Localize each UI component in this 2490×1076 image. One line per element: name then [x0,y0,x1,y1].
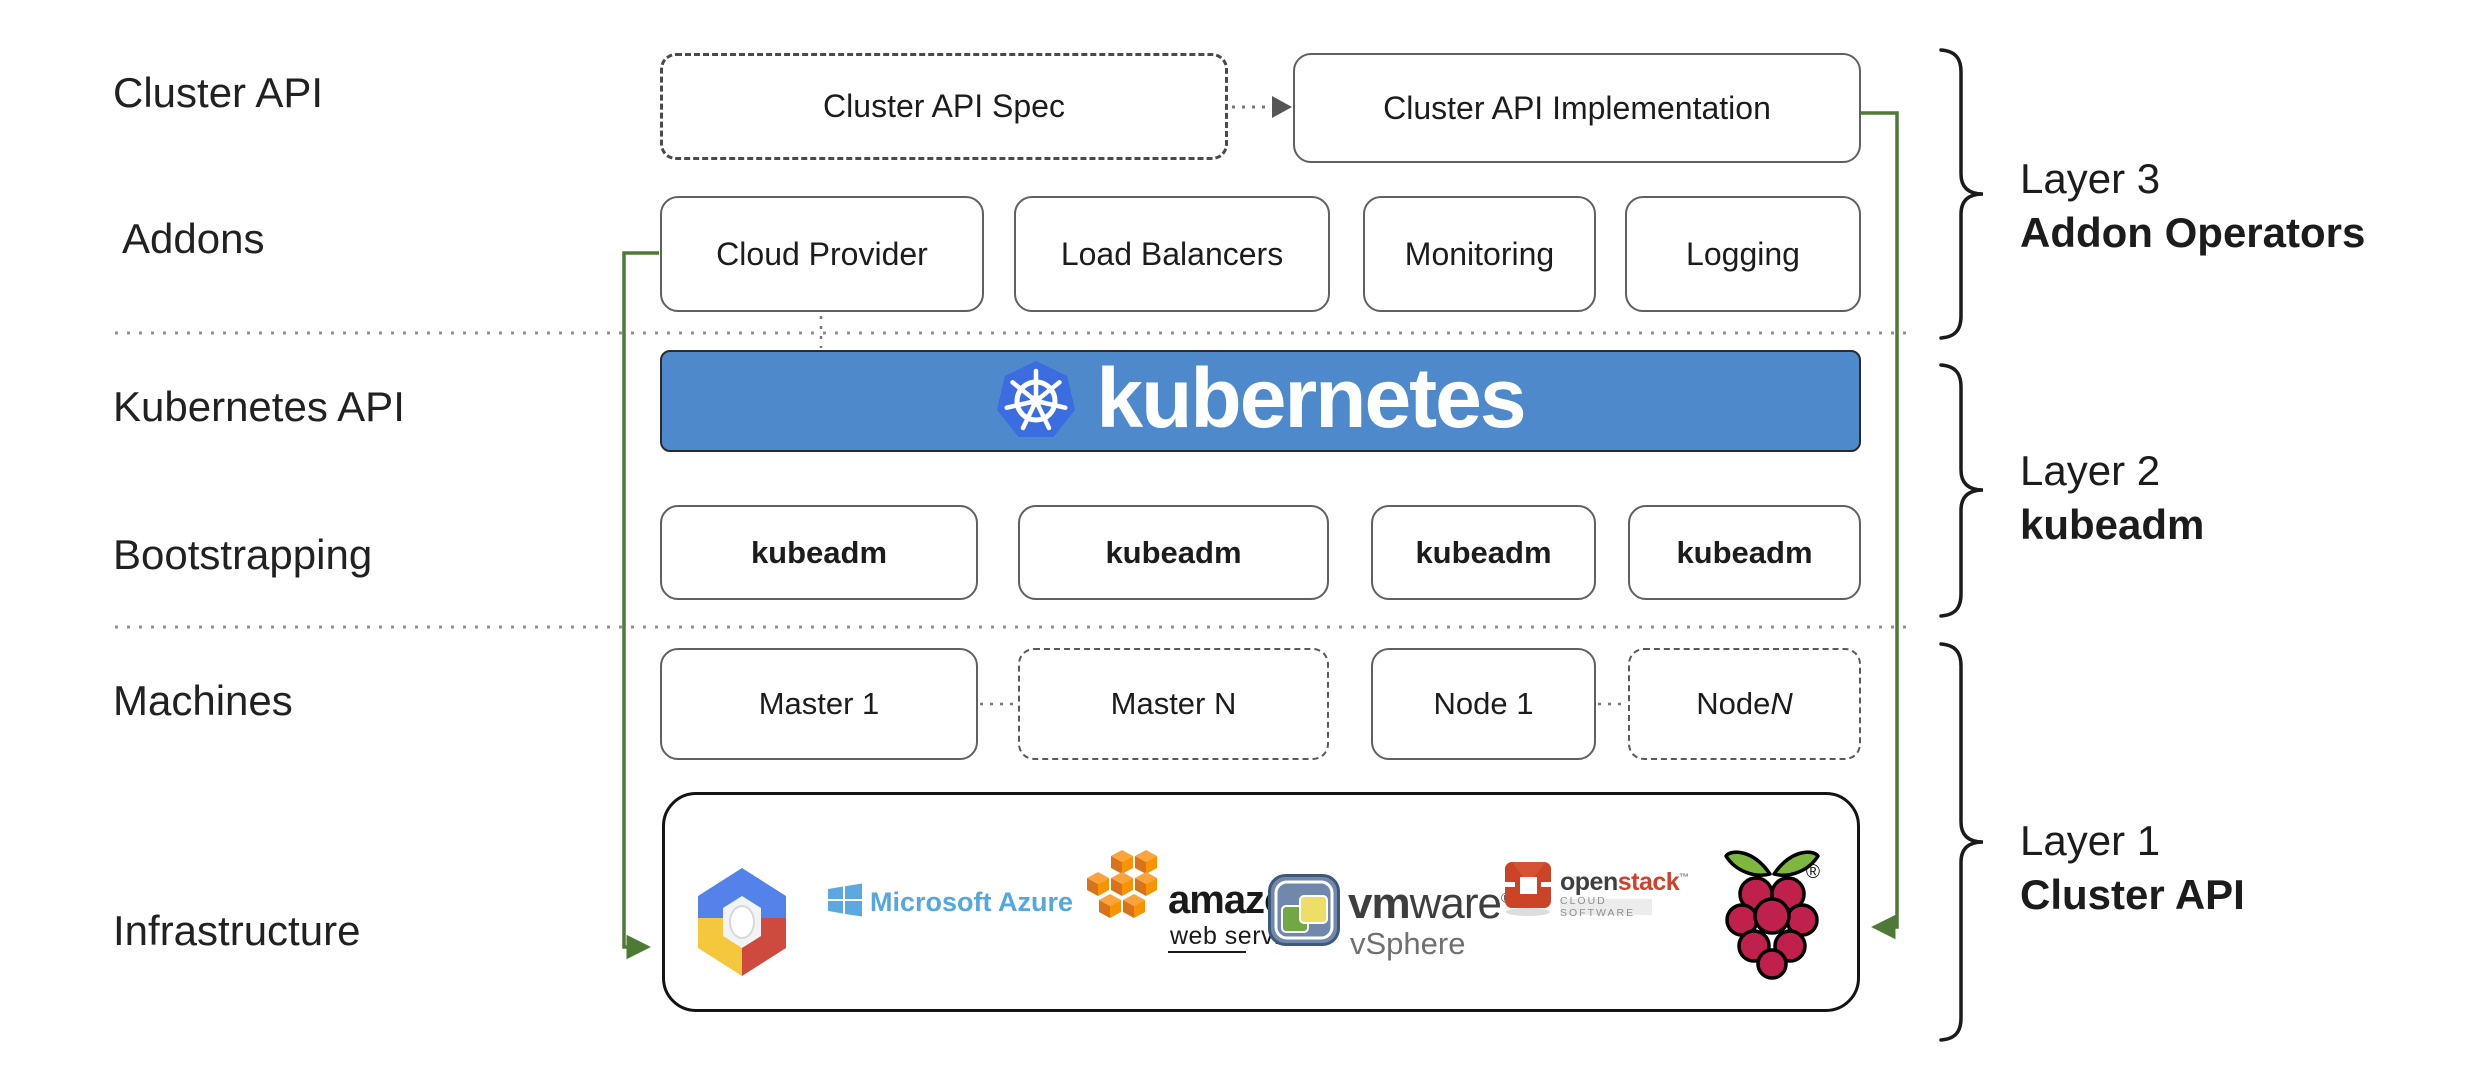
kubeadm-box-3: kubeadm [1371,505,1596,600]
kubeadm-box-2: kubeadm [1018,505,1329,600]
raspberry-pi-icon [1724,850,1820,980]
microsoft-azure-flag-icon [828,883,862,917]
row-label-infrastructure: Infrastructure [113,907,361,954]
cluster-api-implementation-box: Cluster API Implementation [1293,53,1861,163]
layer-2-subtitle: kubeadm [2020,501,2205,548]
green-connector-left [622,251,659,960]
kubernetes-wordmark: kubernetes [1096,351,1526,445]
row-label-machines: Machines [113,677,293,724]
machine-box-node-n-label: Node [1696,686,1771,721]
layer-1-title: Layer 1 [2020,817,2161,864]
openstack-stack: stack [1617,868,1680,896]
machine-box-master-n: Master N [1018,648,1329,760]
addon-box-cloud-provider: Cloud Provider [660,196,984,312]
vmware-vsphere-icon [1268,874,1340,946]
openstack-cloud-software-label: CLOUD SOFTWARE [1560,895,1652,919]
layer-3-title: Layer 3 [2020,155,2161,202]
kubernetes-banner: kubernetes [660,350,1861,452]
layer-2-title: Layer 2 [2020,447,2161,494]
vmware-vm: vm [1348,879,1411,928]
addon-box-logging: Logging [1625,196,1861,312]
kubernetes-logo-icon [997,361,1076,437]
addon-box-load-balancers: Load Balancers [1014,196,1330,312]
vmware-wordmark: vmware® [1348,879,1511,928]
green-connector-right [1861,111,1899,940]
openstack-wordmark: openstack™ [1560,870,1689,895]
addon-box-monitoring: Monitoring [1363,196,1596,312]
row-label-bootstrapping: Bootstrapping [113,531,373,578]
layer-1-label: Layer 1 Cluster API [2020,814,2245,922]
raspberry-pi-registered-mark: ® [1806,862,1820,883]
aws-underline [1168,951,1246,953]
layer-3-brace [1939,48,1984,340]
row-label-cluster-api: Cluster API [113,69,324,116]
layer-3-label: Layer 3 Addon Operators [2020,152,2365,260]
row-label-addons: Addons [122,215,265,262]
microsoft-azure-label: Microsoft Azure [870,887,1074,917]
row-label-kubernetes-api: Kubernetes API [113,383,405,430]
spec-to-implementation-arrowhead [1272,96,1292,118]
cluster-api-spec-box: Cluster API Spec [660,53,1228,160]
kubeadm-box-1: kubeadm [660,505,978,600]
aws-cubes-icon [1087,850,1157,918]
vmware-ware: ware [1409,879,1502,928]
layer-3-subtitle: Addon Operators [2020,209,2366,256]
infrastructure-box [662,792,1860,1012]
kubeadm-box-4: kubeadm [1628,505,1861,600]
layer-1-brace [1939,642,1984,1042]
google-cloud-icon [698,868,786,976]
machine-box-node-n: Node N [1628,648,1861,760]
openstack-icon [1505,862,1551,916]
layer-1-subtitle: Cluster API [2020,871,2245,918]
machine-box-node-1: Node 1 [1371,648,1596,760]
openstack-tm-mark: ™ [1679,872,1689,884]
layer-2-label: Layer 2 kubeadm [2020,444,2204,552]
machine-box-master-1: Master 1 [660,648,978,760]
vsphere-label: vSphere [1350,926,1466,961]
layer-2-brace [1939,363,1984,618]
openstack-open: open [1560,868,1618,896]
machine-box-node-n-suffix: N [1770,686,1793,721]
